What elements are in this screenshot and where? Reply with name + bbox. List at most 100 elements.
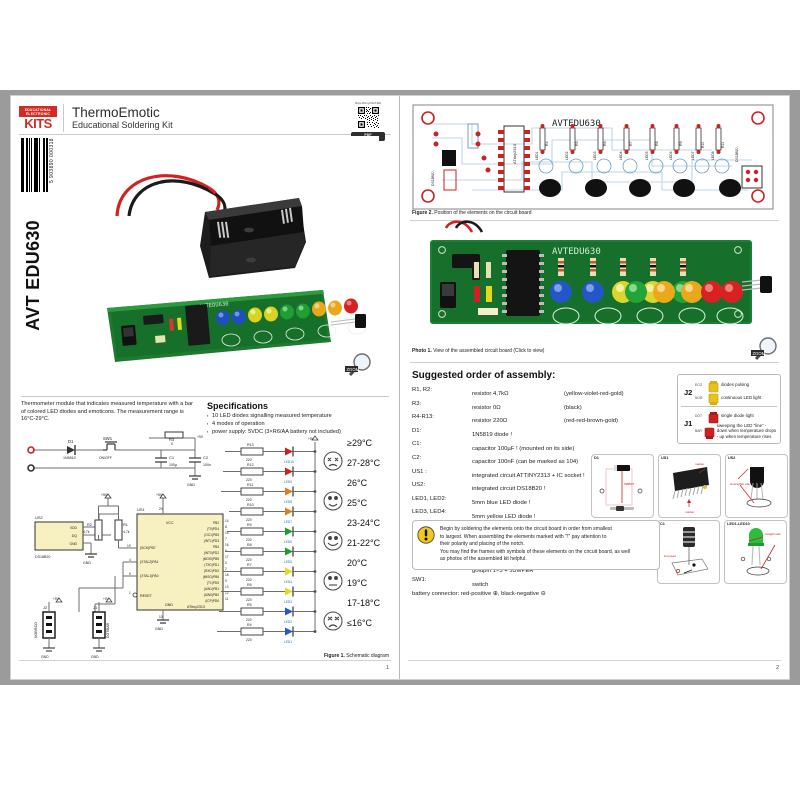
us1-rpn-9: 18 <box>225 573 229 577</box>
assembly-ref: D1: <box>412 427 422 434</box>
temp-label: 27-28°C <box>347 458 381 468</box>
warning-line: Begin by soldering the elements onto the… <box>440 526 612 532</box>
assembly-ref: C1: <box>412 441 422 448</box>
right-page: AVTEDU630 ATtiny2313 <box>400 96 789 679</box>
temp-label: 25°C <box>347 498 368 508</box>
us1-rp-12: (AIN0)PB0 <box>204 593 219 597</box>
assembled-board-photo[interactable]: AVTEDU630 <box>412 220 774 342</box>
svg-text:R5: R5 <box>575 141 579 146</box>
svg-text:+5V: +5V <box>156 493 163 497</box>
zoom-icon[interactable]: ZOOM <box>343 352 375 378</box>
figure1-caption-bold: Figure 1. <box>323 653 345 659</box>
us1-rp-9: (MISO)PB6 <box>203 575 220 579</box>
qr-code-icon[interactable] <box>356 106 380 129</box>
led-row-ref: LED2 <box>284 620 292 624</box>
led-row-res: R9 <box>247 523 252 527</box>
led-row-ref: LED1 <box>284 640 292 644</box>
warning-line: as photos of the assembled kit helpful. <box>440 556 527 563</box>
svg-text:LED8: LED8 <box>711 151 715 160</box>
assembly-row: R1, R2:resistor 4,7kΩ(yellow-violet-red-… <box>412 386 662 400</box>
barcode: 5 903890 000318 <box>21 138 61 194</box>
right-footer-rule <box>408 660 781 661</box>
legend-separator <box>681 406 777 407</box>
assembly-part: resistor 4,7kΩ <box>472 391 509 398</box>
assembly-part: resistor 220Ω <box>472 418 508 425</box>
rail-label: +5V <box>197 435 204 439</box>
part-box-label: LED1-LED10 <box>727 522 750 526</box>
legend-row: NOR continuous LED light <box>695 391 777 405</box>
c2-ref: C2 <box>203 455 209 460</box>
us1-gnd: GND <box>165 603 173 607</box>
led-row-val: 220 <box>246 498 252 502</box>
assembly-row: US1 : integrated circuit ATTINY2313 + IC … <box>412 468 662 482</box>
us1-ref: US1 <box>137 507 146 512</box>
led-row-res: R6 <box>247 583 252 587</box>
led-row-ref: LED8 <box>284 500 292 504</box>
us1-lpn-2: 5 <box>129 572 131 576</box>
led-row-val: 220 <box>246 518 252 522</box>
us1-rpn-10: 9 <box>225 579 227 583</box>
assembly-ref: C2: <box>412 454 422 461</box>
svg-text:+5V: +5V <box>53 597 60 601</box>
legend-row: DOT single diode light <box>695 409 777 424</box>
svg-text:marker: marker <box>685 510 694 514</box>
product-photo[interactable]: AVTEDU630 <box>59 136 379 378</box>
photo1-caption-rest: View of the assembled circuit board (Cli… <box>433 348 545 354</box>
zoom-icon[interactable]: ZOOM <box>749 336 781 362</box>
part-box-label: US1 <box>661 456 669 460</box>
assembly-part: integrated circuit ATTINY2313 + IC socke… <box>472 472 585 479</box>
led-row-val: 220 <box>246 458 252 462</box>
left-footer-rule <box>19 660 391 661</box>
svg-text:ZOOM: ZOOM <box>753 351 766 356</box>
temp-label: 20°C <box>347 558 368 568</box>
assembly-ref: US1 : <box>412 468 427 475</box>
led-row-res: R8 <box>247 543 252 547</box>
assembly-row: LED1, LED2:5mm blue LED diode ! <box>412 495 662 509</box>
svg-text:LED6: LED6 <box>669 151 673 160</box>
led-row-ref: LED6 <box>284 540 292 544</box>
assembly-footer: battery connector: red-positive ⊕, black… <box>412 590 546 597</box>
r2-ref: R2 <box>87 523 92 527</box>
assembly-list: R1, R2:resistor 4,7kΩ(yellow-violet-red-… <box>412 386 662 599</box>
qr-url-label: https://bit.ly/2AvT4k0 <box>354 101 382 106</box>
svg-text:GND: GND <box>91 655 99 659</box>
us1-rpn-12: 12 <box>225 591 229 595</box>
us1-lp-1: (XTAL2)PA1 <box>140 560 159 564</box>
page-title: ThermoEmotic <box>72 105 160 120</box>
logo-wordmark: KITS <box>19 116 57 131</box>
specifications-list: 10 LED diodes signalling measured temper… <box>207 412 389 437</box>
led-row-ref: LED3 <box>284 600 292 604</box>
temp-label: 19°C <box>347 578 368 588</box>
figure2-pcb-layout[interactable]: AVTEDU630 ATtiny2313 <box>412 104 774 210</box>
svg-text:LED5: LED5 <box>645 151 649 160</box>
jumper-icon <box>704 426 715 439</box>
svg-text:LED3: LED3 <box>593 151 597 160</box>
header-divider <box>63 104 64 132</box>
led-row-val: 220 <box>246 598 252 602</box>
leaflet-spread: EDUCATIONAL ELECTRONIC KITS ThermoEmotic… <box>11 96 789 679</box>
assembly-ref: LED1, LED2: <box>412 495 447 502</box>
c2-value: 100n <box>203 463 211 467</box>
schematic-diagram[interactable]: D1 1N5819 SW1 ON/OFF R3 0 <box>19 431 391 664</box>
part-box-leds: LED1-LED10 straight side <box>724 520 787 584</box>
legend-text: single diode light <box>721 412 754 418</box>
warning-line: to largest. When assembling the elements… <box>440 533 607 540</box>
j2-ref: J2 <box>43 605 48 610</box>
svg-text:R9: R9 <box>679 141 683 146</box>
us1-rp-7: (TXD)PD1 <box>204 563 219 567</box>
us1-lp-0: (SCK)PB7 <box>140 546 156 550</box>
legend-row: BAR sweeping the LED "line" - down when … <box>695 422 777 440</box>
us1-reset: RESET <box>140 594 153 598</box>
assembly-row: LED3, LED4:5mm yellow LED diode ! <box>412 508 662 522</box>
logo-line2: ELECTRONIC <box>25 112 51 116</box>
us1-name: ATtiny2313 <box>187 605 205 609</box>
us1-rp-1: (T0)PD4 <box>207 527 219 531</box>
warning-box: Begin by soldering the elements onto the… <box>412 520 660 570</box>
barcode-number: 5 903890 000318 <box>49 138 55 183</box>
us1-rp-13: (ICP)PD6 <box>205 599 219 603</box>
assembly-part: integrated circuit DS18B20 ! <box>472 486 546 493</box>
us2-pin-vdd: VDD <box>70 526 78 530</box>
product-description: Thermometer module that indicates measur… <box>21 401 193 423</box>
us1-rpn-1: 8 <box>225 525 227 529</box>
spec-item: power supply: 5VDC (3×R6/AA battery not … <box>207 428 389 437</box>
